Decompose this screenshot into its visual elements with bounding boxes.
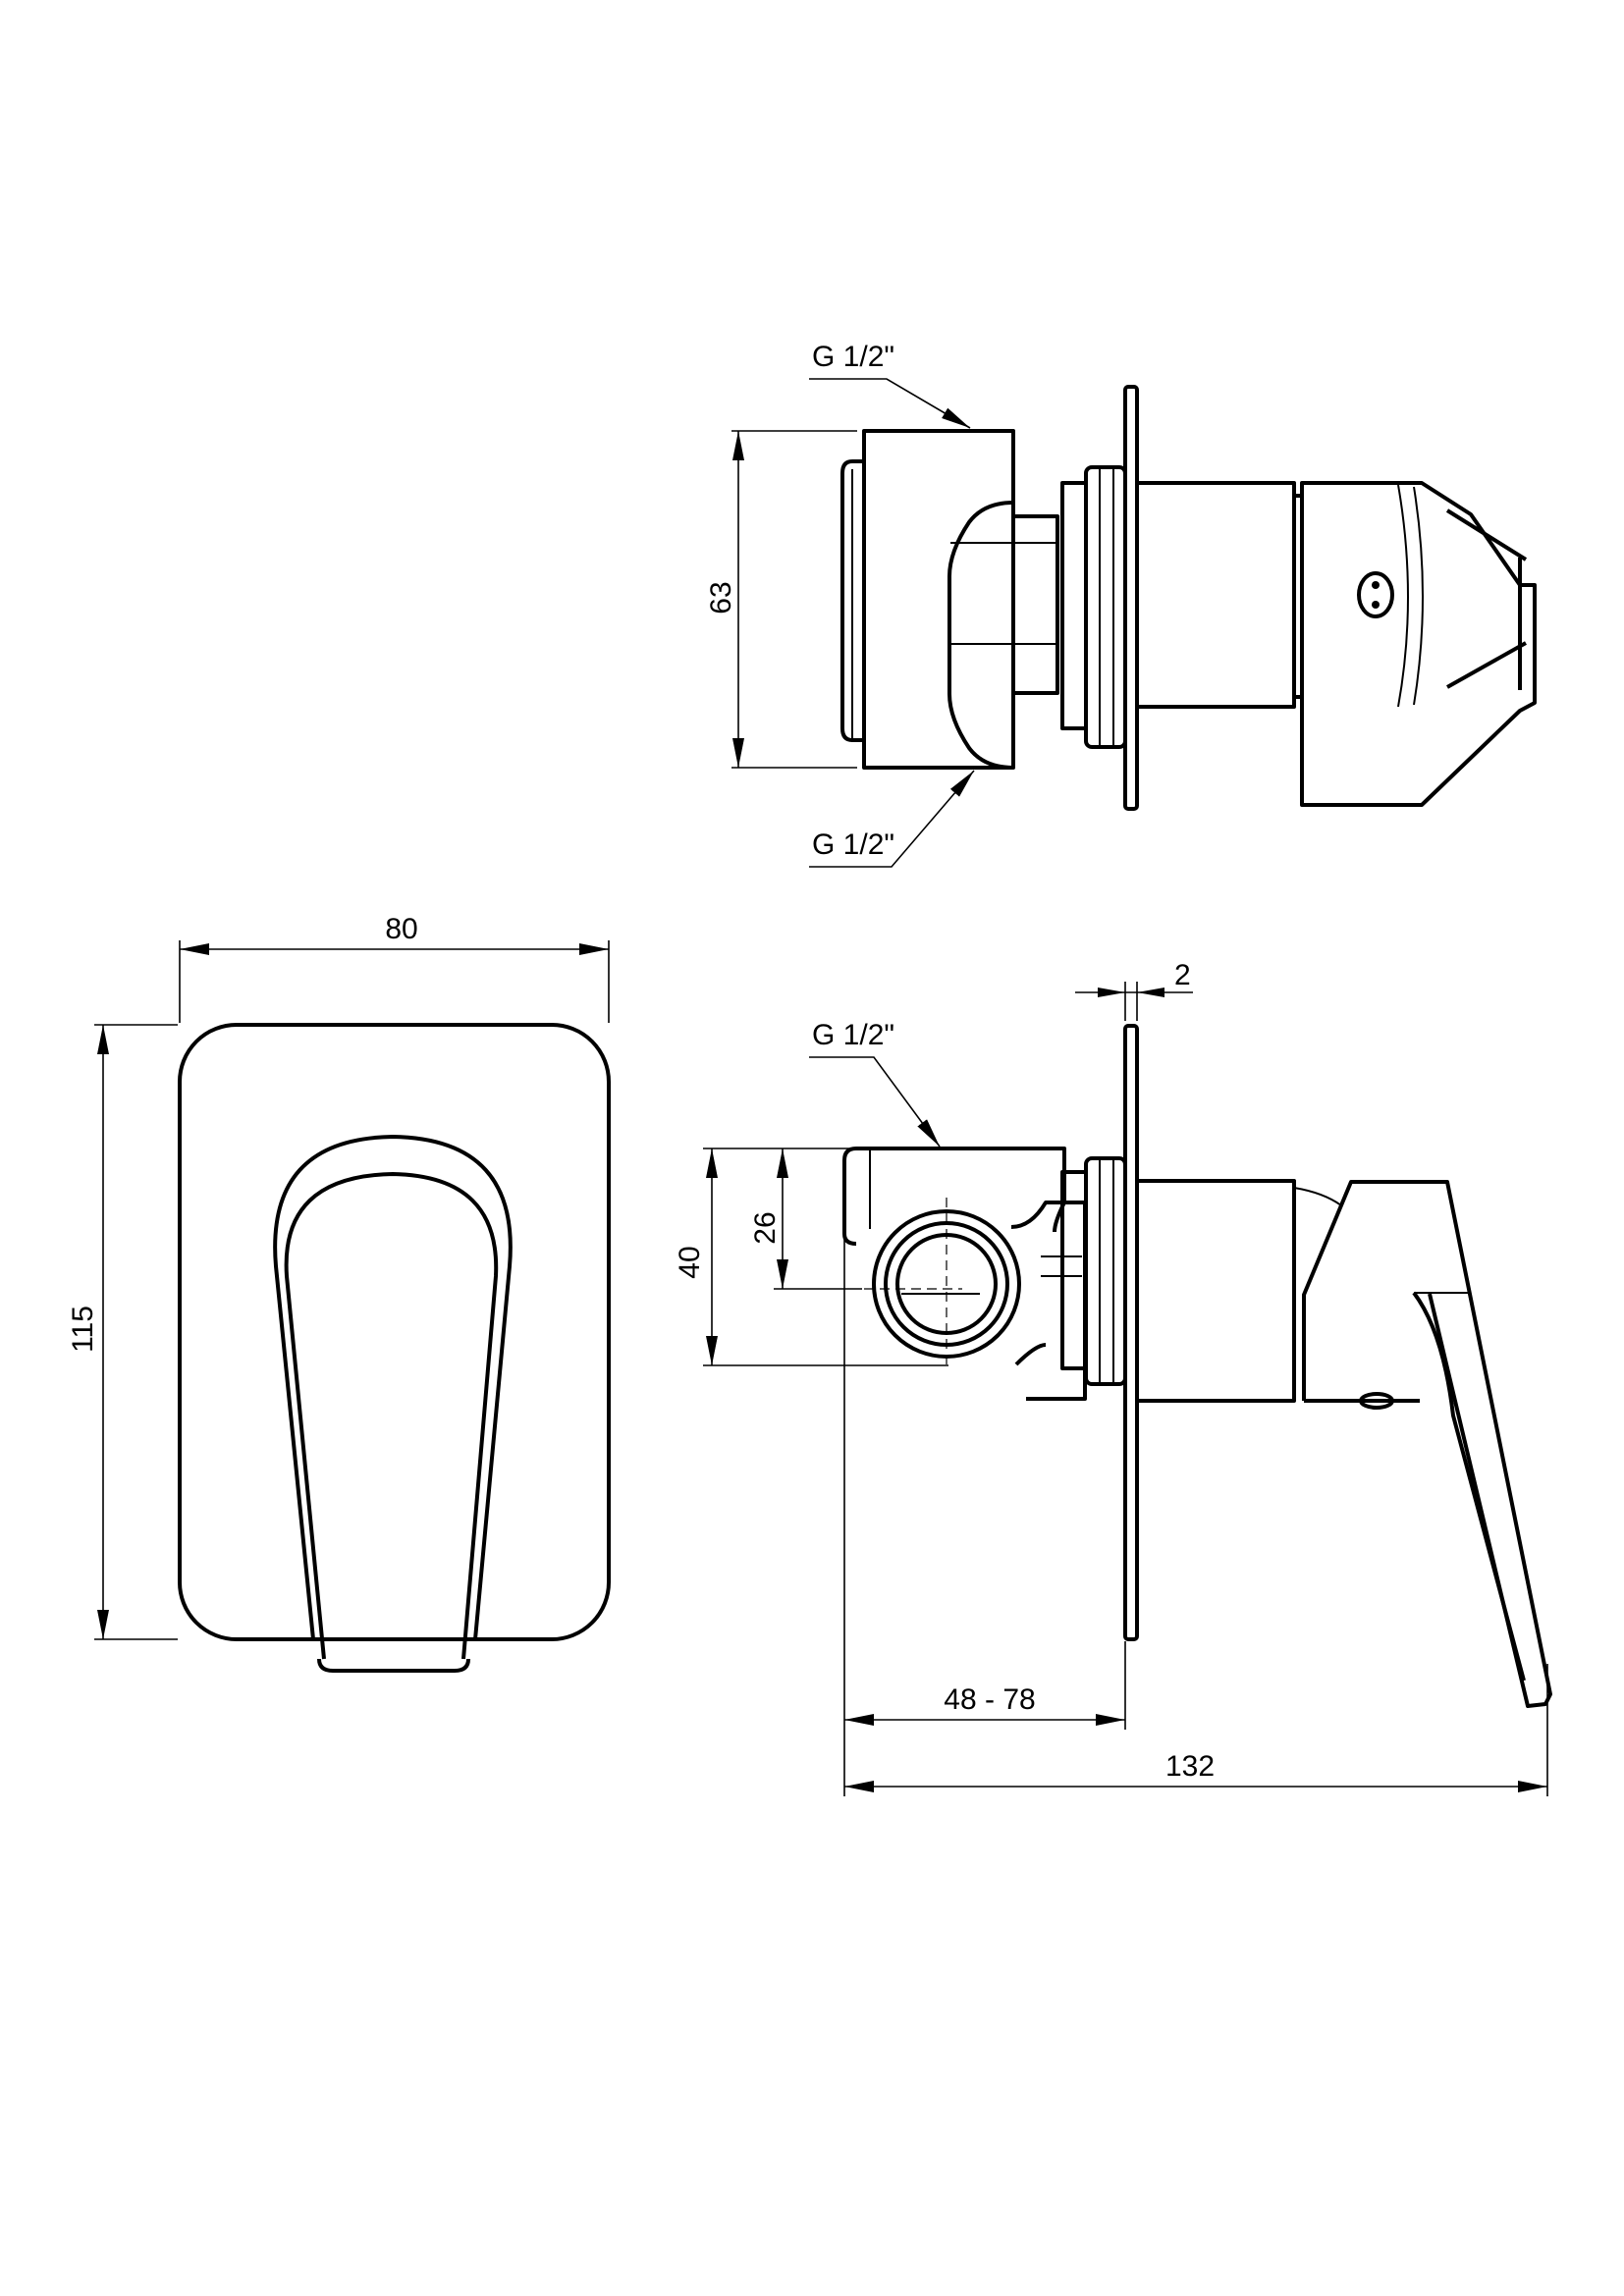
ring-1 — [1060, 481, 1088, 730]
connector-body — [862, 429, 1015, 770]
lever-outline — [273, 1135, 513, 1640]
ring-2 — [1084, 465, 1127, 749]
cartridge-body — [1135, 481, 1296, 709]
front-view: 80 115 — [67, 913, 611, 1673]
dim-26-label: 26 — [749, 1211, 782, 1244]
dim-40-label: 40 — [674, 1246, 706, 1278]
dim-63-label: 63 — [705, 581, 737, 614]
cartridge-body-side — [1135, 1179, 1296, 1403]
lever-screw-icon — [1359, 1392, 1394, 1410]
thread-top-label: G 1/2" — [812, 341, 894, 373]
dim-115-label: 115 — [67, 1306, 99, 1353]
cover-plate — [178, 1023, 611, 1641]
dim-132-label: 132 — [1165, 1750, 1215, 1783]
neck — [947, 501, 1014, 770]
thread-bottom-label: G 1/2" — [812, 828, 894, 861]
side-view: G 1/2" 2 40 26 48 - 78 132 — [674, 959, 1552, 1796]
dim-2-label: 2 — [1174, 959, 1191, 991]
dim-80-label: 80 — [385, 913, 417, 945]
handle-screw-icon — [1357, 571, 1394, 618]
lever-side — [1302, 1180, 1552, 1708]
dim-48-78-label: 48 - 78 — [944, 1683, 1035, 1716]
lever-inner — [284, 1172, 499, 1660]
top-view: 63 G 1/2" G 1/2" — [705, 341, 1537, 868]
handle-cap — [1300, 481, 1537, 807]
ring-2-side — [1084, 1156, 1127, 1386]
connector-flange — [840, 459, 864, 742]
thread-side-label: G 1/2" — [812, 1019, 894, 1051]
